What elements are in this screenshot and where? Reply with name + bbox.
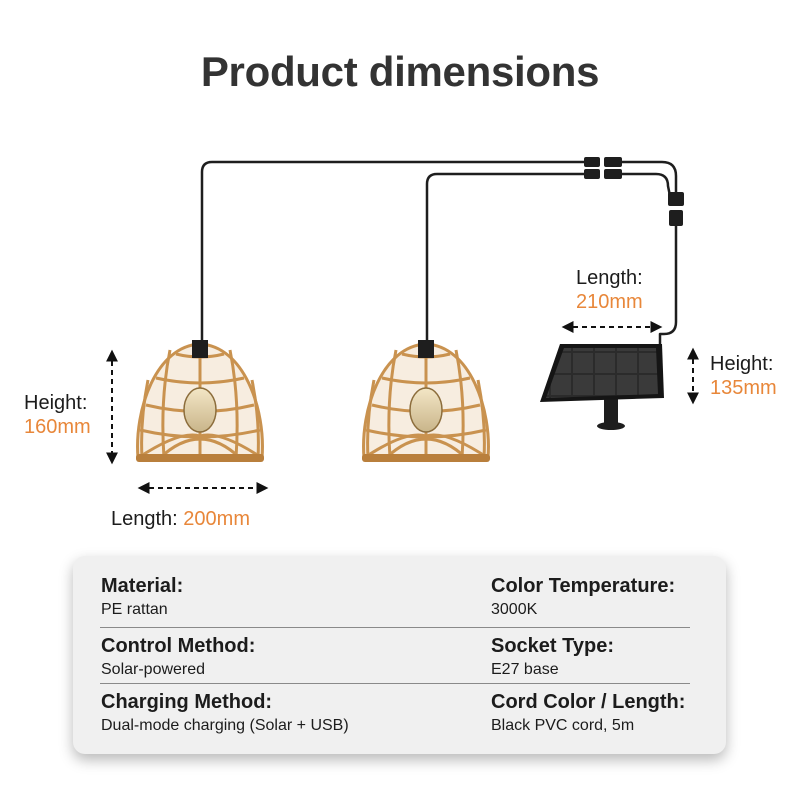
spec-material: Material: PE rattan [101, 575, 184, 618]
panel-height-label: Height: 135mm [710, 353, 777, 399]
rattan-lamp-right [362, 340, 490, 462]
bulb-icon [183, 387, 217, 433]
spec-color-temperature: Color Temperature: 3000K [491, 575, 676, 618]
connector-icon [669, 210, 683, 226]
product-illustration [106, 157, 699, 494]
spec-cord: Cord Color / Length: Black PVC cord, 5m [491, 691, 686, 734]
cord-connectors [584, 157, 684, 226]
panel-length-value: 210mm [576, 291, 643, 313]
bulb-icon [409, 387, 443, 433]
panel-height-value: 135mm [710, 377, 777, 399]
power-cords [200, 160, 678, 346]
lamp-length-value: 200mm [183, 508, 250, 530]
lamp-socket [192, 340, 208, 358]
spec-charging-method: Charging Method: Dual-mode charging (Sol… [101, 691, 349, 734]
connector-icon [584, 157, 600, 167]
lamp-height-label: Height: 160mm [24, 392, 91, 438]
lamp-socket [418, 340, 434, 358]
spec-divider [100, 627, 690, 628]
cord-junction-top [622, 160, 678, 196]
connector-icon [584, 169, 600, 179]
lamp-length-label: Length: 200mm [111, 508, 250, 530]
cord-to-panel [658, 226, 678, 346]
spec-socket-type: Socket Type: E27 base [491, 635, 614, 678]
panel-length-label: Length: 210mm [576, 267, 643, 313]
spec-divider [100, 683, 690, 684]
solar-panel [540, 344, 664, 430]
lamp-height-value: 160mm [24, 416, 91, 438]
rattan-lamp-left [136, 340, 264, 462]
panel-stake [604, 394, 618, 424]
connector-icon [604, 157, 622, 167]
cord-lamp-left [200, 160, 585, 340]
cord-lamp-right [425, 172, 585, 340]
page-title: Product dimensions [200, 48, 600, 95]
spec-control-method: Control Method: Solar-powered [101, 635, 256, 678]
cord-junction-bottom [622, 172, 672, 197]
connector-icon [668, 192, 684, 206]
connector-icon [604, 169, 622, 179]
dimension-arrows [106, 321, 699, 494]
specifications-panel: Material: PE rattan Color Temperature: 3… [73, 556, 726, 754]
